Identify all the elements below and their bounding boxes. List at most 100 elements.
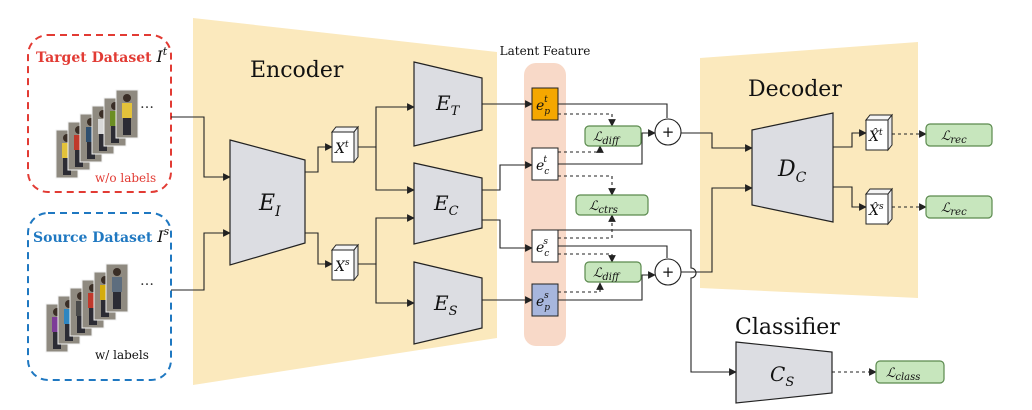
target-dataset-border	[27, 34, 172, 193]
ec-label: EC	[433, 191, 459, 219]
ep-t-label: ept	[536, 95, 550, 117]
connections	[171, 100, 867, 376]
et-main: E	[435, 91, 451, 115]
encoder-ec-block	[413, 162, 483, 245]
ec-t-sub: c	[544, 167, 549, 177]
target-person-thumb	[115, 89, 139, 139]
loss-rec-top-main: ℒ	[941, 129, 951, 144]
source-dataset-sup: s	[164, 225, 170, 238]
ec-s-label: ecs	[536, 237, 549, 259]
xt-hat-main: X̂	[868, 127, 880, 145]
loss-diff-bottom-label: ℒdiff	[593, 266, 621, 283]
target-dataset-panel: Target Dataset It … w/o labels	[27, 34, 172, 193]
ep-s-main: e	[536, 294, 544, 310]
loss-rec-bottom-sub: rec	[950, 207, 967, 218]
target-dots: …	[140, 96, 154, 112]
plus-top: +	[654, 118, 682, 146]
ec-t-box: ect	[531, 147, 559, 181]
ec-sub: C	[449, 204, 459, 219]
decoder-title: Decoder	[748, 77, 842, 102]
source-dataset-border	[27, 212, 172, 381]
loss-diff-top-label: ℒdiff	[593, 130, 621, 147]
ec-s-box: ecs	[531, 229, 559, 263]
target-dataset-symbol: I	[155, 47, 163, 66]
loss-diff-top-main: ℒ	[593, 130, 603, 145]
target-dataset-sup: t	[163, 45, 168, 58]
decoder-dc-block	[751, 112, 834, 223]
encoder-blocks	[229, 61, 834, 404]
xs-label: Xs	[334, 258, 350, 275]
xs-cube: Xs	[330, 243, 360, 282]
ep-t-box: ept	[531, 87, 559, 121]
dc-main: D	[777, 157, 796, 182]
source-dataset-panel: Source Dataset Is … w/ labels	[27, 212, 172, 381]
source-dataset-label: Source Dataset	[33, 230, 157, 246]
ei-main: E	[258, 191, 275, 216]
latent-feature-title: Latent Feature	[500, 44, 591, 58]
loss-boxes: ℒdiff ℒctrs ℒdiff ℒrec ℒrec ℒclass	[575, 123, 993, 384]
dc-sub: C	[796, 170, 807, 186]
loss-rec-bottom: ℒrec	[925, 195, 993, 219]
loss-class-label: ℒclass	[886, 366, 920, 383]
xs-main: X	[334, 259, 346, 275]
feature-cubes: Xt Xs X̂t X̂s	[330, 113, 894, 282]
plus-bottom: +	[654, 258, 682, 286]
cs-main: C	[770, 362, 785, 386]
loss-rec-top-label: ℒrec	[941, 129, 967, 146]
target-dataset-title: Target Dataset It	[36, 45, 168, 66]
ep-t-sup: t	[544, 95, 548, 105]
es-main: E	[433, 291, 449, 315]
loss-ctrs: ℒctrs	[575, 194, 649, 216]
loss-diff-top: ℒdiff	[584, 125, 642, 147]
loss-class: ℒclass	[875, 360, 945, 384]
source-dots: …	[140, 273, 154, 289]
xt-sup: t	[345, 140, 349, 150]
xs-hat-label: X̂s	[868, 201, 884, 219]
xs-hat-sup: s	[879, 202, 884, 212]
source-dataset-symbol: I	[156, 227, 164, 246]
ec-s-main: e	[536, 240, 544, 256]
loss-ctrs-sub: ctrs	[598, 205, 618, 216]
xt-main: X	[334, 141, 346, 157]
et-label: ET	[435, 91, 461, 119]
encoder-et-block	[413, 61, 483, 147]
loss-rec-top-sub: rec	[950, 135, 967, 146]
ep-s-sub: p	[544, 303, 550, 313]
ec-s-sup: s	[543, 237, 548, 247]
dc-label: DC	[777, 157, 807, 186]
ec-s-sub: c	[544, 249, 549, 259]
source-note: w/ labels	[95, 348, 149, 362]
encoder-ei-block	[229, 139, 306, 266]
dashed-loss-connections	[558, 113, 927, 376]
xt-cube: Xt	[330, 125, 360, 164]
xs-sup: s	[345, 258, 350, 268]
xs-hat-cube: X̂s	[864, 187, 894, 226]
latent-features: ept ect ecs eps	[531, 87, 559, 317]
loss-rec-top: ℒrec	[925, 123, 993, 147]
loss-diff-bottom-main: ℒ	[593, 266, 603, 281]
loss-rec-bottom-main: ℒ	[941, 201, 951, 216]
xt-label: Xt	[334, 140, 349, 157]
ec-main: E	[433, 191, 449, 215]
ec-t-label: ect	[536, 155, 549, 177]
xt-hat-label: X̂t	[868, 127, 883, 145]
xt-hat-cube: X̂t	[864, 113, 894, 152]
ep-s-sup: s	[544, 291, 549, 301]
es-sub: S	[449, 304, 458, 319]
ec-t-main: e	[536, 158, 544, 174]
cs-sub: S	[785, 375, 794, 390]
ei-sub: I	[274, 204, 281, 220]
ep-t-sub: p	[544, 107, 550, 117]
ep-t-main: e	[536, 98, 544, 114]
target-dataset-label: Target Dataset	[36, 50, 156, 66]
block-labels: EI ET EC ES DC CS	[258, 91, 807, 390]
ep-s-label: eps	[536, 291, 550, 313]
source-person-images	[45, 263, 129, 353]
loss-diff-top-sub: diff	[602, 136, 621, 147]
loss-class-main: ℒ	[886, 366, 896, 381]
xt-hat-sup: t	[879, 128, 883, 138]
loss-ctrs-label: ℒctrs	[589, 199, 618, 216]
plus-bottom-symbol: +	[662, 263, 675, 281]
target-person-images	[55, 89, 139, 179]
